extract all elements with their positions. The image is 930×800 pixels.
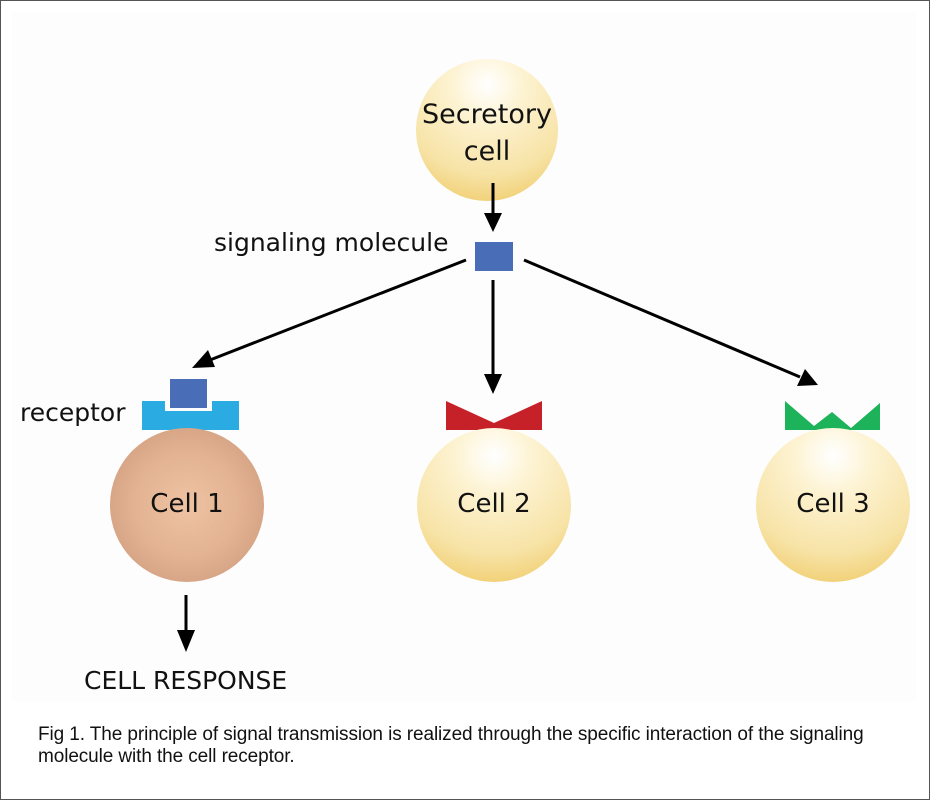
signaling-molecule-label: signaling molecule: [214, 228, 449, 257]
signaling-molecule-square: [475, 242, 513, 271]
cell-3-label: Cell 3: [796, 489, 870, 519]
signal-diagram: [110, 59, 910, 652]
secretory-cell: [416, 59, 558, 201]
cell-1-label: Cell 1: [150, 489, 224, 519]
cell-3: [756, 428, 910, 582]
arrow-to-cell-3: [523, 258, 818, 386]
cell-3-receptor: [785, 401, 880, 430]
cell-response-label: CELL RESPONSE: [84, 666, 288, 695]
arrow-to-cell-1: [192, 258, 467, 368]
cell-2-label: Cell 2: [457, 489, 531, 519]
secretory-cell-label-line1: Secretory: [422, 99, 552, 130]
cell-2: [417, 428, 571, 582]
cell-2-receptor: [446, 401, 542, 430]
cell-1-receptor: [142, 379, 239, 430]
secretory-cell-label-line2: cell: [463, 136, 511, 167]
arrow-secretory-to-molecule: [484, 183, 502, 232]
arrow-to-cell-2: [484, 280, 502, 394]
figure-caption: Fig 1. The principle of signal transmiss…: [38, 724, 864, 767]
arrow-to-cell-response: [177, 595, 195, 652]
receptor-label: receptor: [20, 398, 126, 427]
cell-1: [110, 428, 264, 582]
secretory-cell-label: Secretory cell: [417, 96, 557, 170]
bound-signaling-molecule: [170, 379, 207, 408]
